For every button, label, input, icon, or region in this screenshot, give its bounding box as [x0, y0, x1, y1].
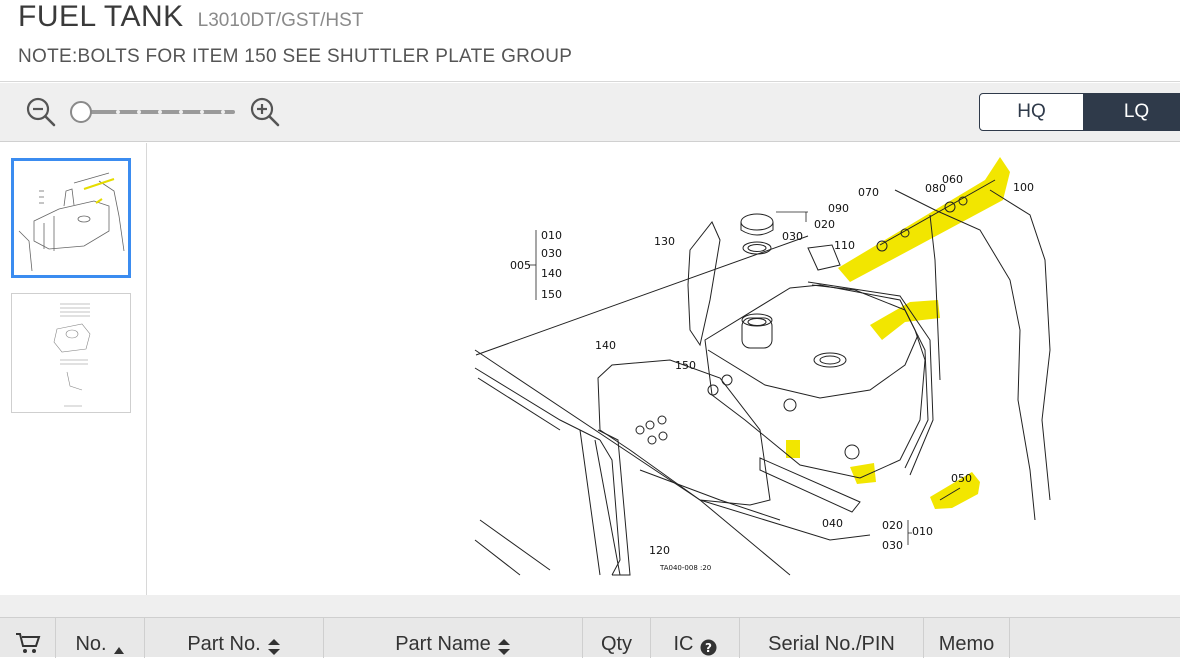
callout-120[interactable]: 120 [649, 544, 670, 557]
highlight-mark [838, 157, 1010, 282]
diagram-toolbar: HQ LQ [0, 83, 1180, 142]
callout-080[interactable]: 080 [925, 182, 946, 195]
callout-090[interactable]: 090 [828, 202, 849, 215]
cart-column-header[interactable] [0, 618, 56, 658]
quality-hq-button[interactable]: HQ [979, 93, 1084, 131]
column-header-no[interactable]: No. [56, 618, 145, 658]
slider-tick [200, 110, 204, 114]
callout-050[interactable]: 050 [951, 472, 972, 485]
column-header-qty[interactable]: Qty [583, 618, 651, 658]
table-separator [0, 595, 1180, 617]
thumbnail-fuel-tank[interactable] [11, 158, 131, 278]
column-label: Serial No./PIN [768, 633, 895, 655]
thumbnail-image [18, 172, 125, 272]
callout-140[interactable]: 140 [541, 267, 562, 280]
slider-tick [179, 110, 183, 114]
svg-text:?: ? [705, 641, 712, 655]
title-row: FUEL TANK L3010DT/GST/HST [18, 0, 363, 34]
slider-tick [221, 110, 225, 114]
callout-020[interactable]: 020 [814, 218, 835, 231]
line-art [474, 179, 1051, 576]
thumbnail-fuel-tank-alt[interactable] [11, 293, 131, 413]
drawing-code: TA040-008 :20 [659, 564, 711, 572]
callout-030[interactable]: 030 [782, 230, 803, 243]
model-subtitle: L3010DT/GST/HST [197, 10, 364, 31]
callout-010[interactable]: 010 [541, 229, 562, 242]
callout-100[interactable]: 100 [1013, 181, 1034, 194]
callout-130[interactable]: 130 [654, 235, 675, 248]
zoom-out-icon [26, 97, 56, 127]
zoom-out-button[interactable] [24, 95, 58, 129]
zoom-in-button[interactable] [248, 95, 282, 129]
column-label: Part Name [395, 633, 491, 655]
parts-table-header: No. Part No. Part Name Qty IC ? Serial N… [0, 617, 1180, 658]
quality-toggle: HQ LQ [979, 93, 1180, 131]
sort-icon [497, 639, 510, 655]
column-label: Memo [938, 633, 995, 655]
group-note: NOTE:BOLTS FOR ITEM 150 SEE SHUTTLER PLA… [18, 46, 573, 67]
help-icon[interactable]: ? [700, 639, 717, 656]
callout-020[interactable]: 020 [882, 519, 903, 532]
sort-icon [267, 639, 280, 655]
zoom-in-icon [250, 97, 280, 127]
bracket-marks [528, 211, 912, 545]
slider-tick [116, 110, 120, 114]
column-label: Qty [600, 633, 633, 655]
column-label: IC [673, 633, 694, 655]
page-header: FUEL TANK L3010DT/GST/HST NOTE:BOLTS FOR… [0, 0, 1180, 82]
cart-icon [15, 633, 40, 653]
highlight-marks [786, 157, 1010, 509]
highlight-mark [850, 463, 876, 484]
highlight-mark [870, 300, 940, 340]
exploded-view-drawing: 010 030 005 140 150 130 020 030 110 090 … [474, 157, 1051, 576]
callout-150[interactable]: 150 [675, 359, 696, 372]
callout-030[interactable]: 030 [541, 247, 562, 260]
slider-tick [158, 110, 162, 114]
callout-140[interactable]: 140 [595, 339, 616, 352]
callout-030[interactable]: 030 [882, 539, 903, 552]
zoom-slider[interactable] [70, 101, 238, 123]
thumbnail-panel [0, 143, 147, 595]
callout-010[interactable]: 010 [912, 525, 933, 538]
parts-diagram[interactable]: 010 030 005 140 150 130 020 030 110 090 … [148, 143, 1180, 595]
column-header-ic[interactable]: IC ? [651, 618, 740, 658]
callout-labels: 010 030 005 140 150 130 020 030 110 090 … [510, 173, 1034, 572]
highlight-mark [786, 440, 800, 458]
zoom-slider-thumb[interactable] [70, 101, 92, 123]
callout-060[interactable]: 060 [942, 173, 963, 186]
callout-040[interactable]: 040 [822, 517, 843, 530]
column-header-part-no[interactable]: Part No. [145, 618, 324, 658]
column-label: Part No. [187, 633, 261, 655]
column-header-memo[interactable]: Memo [924, 618, 1010, 658]
slider-tick [137, 110, 141, 114]
page-title: FUEL TANK [18, 0, 184, 33]
column-header-part-name[interactable]: Part Name [324, 618, 583, 658]
column-header-serial-no[interactable]: Serial No./PIN [740, 618, 924, 658]
callout-150[interactable]: 150 [541, 288, 562, 301]
zoom-slider-track [80, 110, 235, 114]
sort-ascending-icon [113, 647, 124, 654]
thumbnail-image [53, 303, 91, 407]
column-label: No. [75, 633, 107, 655]
callout-070[interactable]: 070 [858, 186, 879, 199]
quality-lq-button[interactable]: LQ [1084, 93, 1180, 131]
callout-110[interactable]: 110 [834, 239, 855, 252]
callout-005[interactable]: 005 [510, 259, 531, 272]
